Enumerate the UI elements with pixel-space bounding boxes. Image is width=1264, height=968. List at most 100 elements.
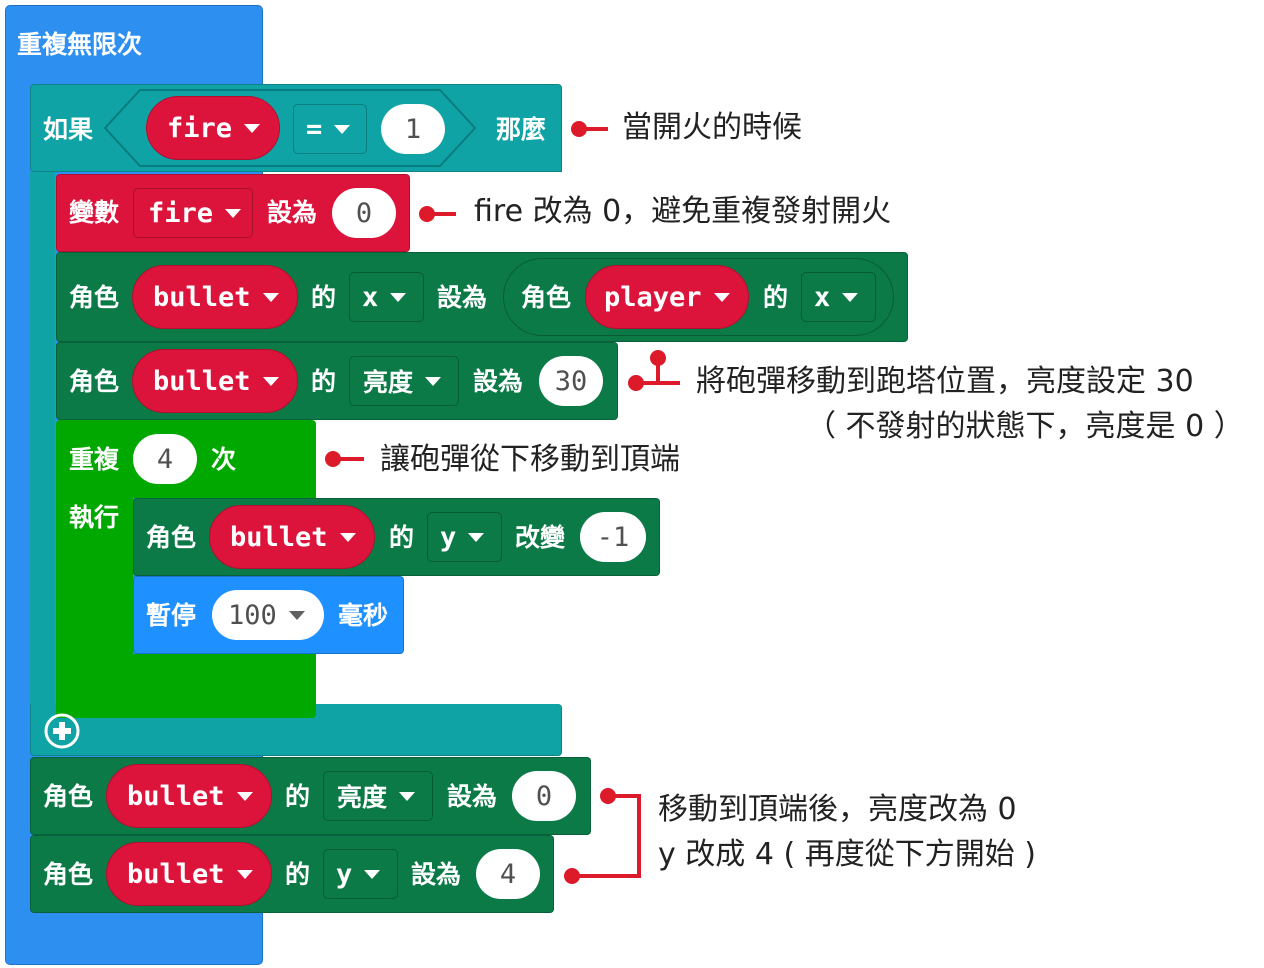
sprite-label: 角色	[146, 523, 197, 552]
dropdown-arrow-icon	[425, 376, 442, 386]
set-to-label: 設為	[267, 198, 318, 227]
sprite-label: 角色	[69, 367, 120, 396]
annotation-marker	[419, 206, 435, 222]
y-value-input[interactable]: 4	[476, 849, 540, 899]
dropdown-arrow-icon	[468, 532, 485, 542]
pause-duration-text: 100	[228, 599, 277, 631]
dropdown-arrow-icon	[236, 791, 253, 801]
of-label: 的	[285, 860, 311, 889]
dropdown-arrow-icon	[713, 292, 730, 302]
annotation-line	[334, 457, 364, 461]
dropdown-arrow-icon	[339, 532, 356, 542]
compare-value-input[interactable]: 1	[381, 104, 445, 154]
annotation-line	[608, 794, 640, 798]
if-label: 如果	[43, 115, 94, 144]
of-label: 的	[311, 283, 337, 312]
sprite-label: 角色	[69, 283, 120, 312]
property-dropdown[interactable]: x	[801, 272, 876, 322]
dropdown-arrow-icon	[244, 123, 261, 133]
change-value-input[interactable]: -1	[580, 512, 646, 562]
fire-variable-text: fire	[167, 112, 233, 144]
bullet-sprite-dropdown[interactable]: bullet	[106, 842, 272, 906]
dropdown-arrow-icon	[842, 292, 859, 302]
annotation-reset-fire: fire 改為 0，避免重複發射開火	[474, 194, 892, 229]
repeat-count-input[interactable]: 4	[133, 434, 197, 484]
sprite-label: 角色	[43, 860, 94, 889]
set-to-label: 設為	[411, 860, 462, 889]
annotation-fire-condition: 當開火的時候	[622, 110, 802, 145]
forever-label: 重複無限次	[17, 30, 143, 59]
annotation-line	[656, 360, 660, 384]
player-sprite-dropdown[interactable]: player	[585, 265, 749, 329]
annotation-move-to-turret: 將砲彈移動到跑塔位置，亮度設定 30	[696, 364, 1194, 399]
property-text: 亮度	[363, 368, 414, 397]
property-dropdown[interactable]: y	[427, 512, 502, 562]
operator-dropdown[interactable]: =	[293, 104, 367, 154]
property-dropdown[interactable]: 亮度	[349, 356, 459, 406]
of-label: 的	[311, 367, 337, 396]
brightness-value-input[interactable]: 0	[512, 771, 576, 821]
pause-label: 暫停	[146, 601, 197, 630]
annotation-marker	[325, 451, 341, 467]
of-label: 的	[763, 283, 789, 312]
annotation-marker	[571, 121, 587, 137]
dropdown-arrow-icon	[390, 292, 407, 302]
annotation-reset-brightness: 移動到頂端後，亮度改為 0	[658, 792, 1017, 827]
do-label: 執行	[69, 503, 120, 532]
change-by-label: 改變	[515, 523, 566, 552]
annotation-line	[428, 212, 456, 216]
annotation-brightness-note: （ 不發射的狀態下，亮度是 0 ）	[806, 409, 1244, 444]
annotation-marker	[650, 350, 666, 366]
operator-text: =	[306, 113, 323, 145]
set-to-label: 設為	[473, 367, 524, 396]
annotation-line	[636, 381, 680, 385]
sprite-label: 角色	[43, 782, 94, 811]
sprite-name-text: bullet	[127, 858, 225, 890]
dropdown-arrow-icon	[399, 791, 416, 801]
dropdown-arrow-icon	[334, 124, 351, 134]
property-text: 亮度	[337, 783, 388, 812]
fire-variable-dropdown[interactable]: fire	[133, 188, 253, 238]
property-dropdown[interactable]: y	[323, 849, 398, 899]
dropdown-arrow-icon	[288, 610, 305, 620]
sprite-name-text: player	[604, 281, 702, 313]
dropdown-arrow-icon	[236, 869, 253, 879]
fire-variable-dropdown[interactable]: fire	[146, 96, 280, 160]
set-variable-value-input[interactable]: 0	[332, 188, 396, 238]
sprite-label: 角色	[521, 283, 572, 312]
bullet-sprite-dropdown[interactable]: bullet	[106, 764, 272, 828]
annotation-line	[580, 127, 608, 131]
dropdown-arrow-icon	[364, 869, 381, 879]
dropdown-arrow-icon	[262, 292, 279, 302]
annotation-line	[637, 794, 641, 878]
set-to-label: 設為	[447, 782, 498, 811]
milliseconds-label: 毫秒	[338, 601, 389, 630]
then-label: 那麼	[496, 115, 547, 144]
bullet-sprite-dropdown[interactable]: bullet	[209, 505, 375, 569]
repeat-label: 重複	[69, 445, 120, 474]
variable-label: 變數	[69, 198, 120, 227]
dropdown-arrow-icon	[225, 208, 242, 218]
property-dropdown[interactable]: x	[349, 272, 424, 322]
property-text: y	[336, 858, 353, 890]
property-dropdown[interactable]: 亮度	[323, 771, 433, 821]
brightness-value-input[interactable]: 30	[539, 356, 603, 406]
of-label: 的	[389, 523, 415, 552]
annotation-reset-y: y 改成 4 ( 再度從下方開始 )	[658, 837, 1036, 872]
sprite-name-text: bullet	[153, 365, 251, 397]
sprite-name-text: bullet	[127, 780, 225, 812]
times-label: 次	[211, 445, 237, 474]
sprite-name-text: bullet	[230, 521, 328, 553]
annotation-move-up: 讓砲彈從下移動到頂端	[380, 442, 680, 477]
property-text: y	[440, 521, 457, 553]
dropdown-arrow-icon	[262, 376, 279, 386]
bullet-sprite-dropdown[interactable]: bullet	[132, 349, 298, 413]
annotation-line	[572, 874, 641, 878]
pause-duration-dropdown[interactable]: 100	[212, 590, 324, 640]
set-to-label: 設為	[437, 283, 488, 312]
plus-circle-icon[interactable]	[43, 712, 81, 750]
property-text: x	[362, 281, 379, 313]
bullet-sprite-dropdown[interactable]: bullet	[132, 265, 298, 329]
of-label: 的	[285, 782, 311, 811]
sprite-name-text: bullet	[153, 281, 251, 313]
